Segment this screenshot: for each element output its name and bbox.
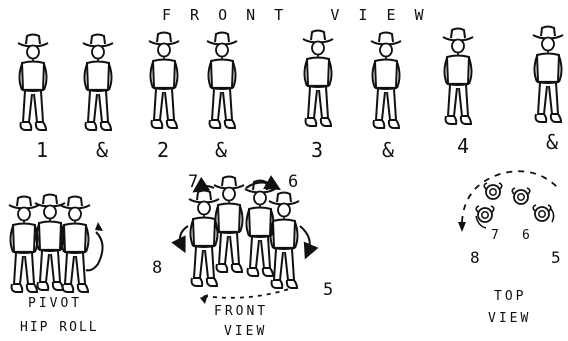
front-view-group <box>180 177 310 305</box>
pivot-hip-roll-group <box>9 195 103 293</box>
cowboy-figure-count-and-1 <box>83 35 113 131</box>
cowboy-figure-count-and-4 <box>533 27 563 123</box>
cowboy-figure-count-and-3 <box>371 33 401 129</box>
top-view-diagram <box>458 171 560 232</box>
cowboy-figure-count-3 <box>303 31 333 127</box>
cowboy-figure-count-and-2 <box>207 33 237 129</box>
cowboy-figure-count-1 <box>18 35 48 131</box>
cowboy-figure-count-2 <box>149 33 179 129</box>
cowboy-figure-count-4 <box>443 29 473 125</box>
